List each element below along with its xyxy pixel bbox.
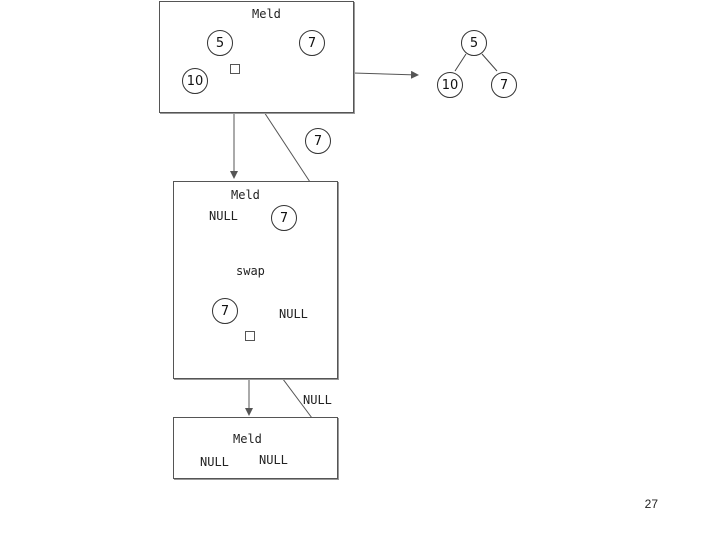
result-edge-5-10	[454, 53, 467, 72]
swap-label: swap	[236, 264, 265, 278]
pointer-slot-box2	[245, 331, 255, 341]
meld-label-3: Meld	[233, 432, 262, 446]
result-node-7: 7	[491, 72, 517, 98]
page-number: 27	[644, 497, 658, 511]
result-node-10: 10	[437, 72, 463, 98]
null-label-box2-left: NULL	[209, 209, 238, 223]
result-edge-5-7	[481, 53, 498, 72]
node-5-box1: 5	[207, 30, 233, 56]
meld-label-1: Meld	[252, 7, 281, 21]
node-10-box1: 10	[182, 68, 208, 94]
null-label-box2-right: NULL	[279, 307, 308, 321]
node-7-box2-bottom: 7	[212, 298, 238, 324]
meld-label-2: Meld	[231, 188, 260, 202]
pointer-slot-box1	[230, 64, 240, 74]
meld-box-3	[173, 417, 338, 479]
result-node-5: 5	[461, 30, 487, 56]
null-label-box3-right: NULL	[259, 453, 288, 467]
floating-node-7: 7	[305, 128, 331, 154]
node-7-box2-top: 7	[271, 205, 297, 231]
result-arrow	[352, 70, 419, 79]
node-7-box1: 7	[299, 30, 325, 56]
null-label-box3-left: NULL	[200, 455, 229, 469]
meld-box-1	[159, 1, 354, 113]
null-return-label: NULL	[303, 393, 332, 407]
meld-box-2	[173, 181, 338, 379]
